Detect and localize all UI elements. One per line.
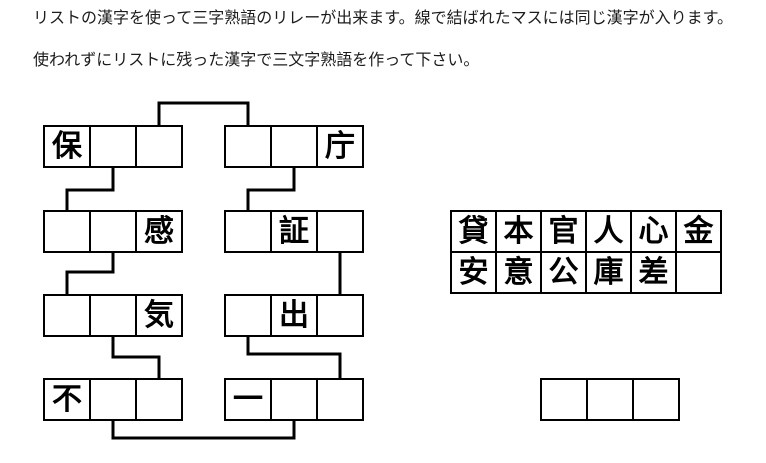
kanji-list-cell: 差	[630, 253, 675, 292]
kanji-list-cell: 金	[675, 212, 720, 251]
connector-l4c2-r4c2	[111, 421, 296, 440]
puzzle-box-R4: 一	[224, 378, 364, 421]
puzzle-cell	[89, 380, 135, 419]
puzzle-cell: 気	[135, 296, 181, 335]
connector-l2c2-l3c1	[65, 253, 115, 294]
kanji-list-row: 貸 本 官 人 心 金	[450, 210, 722, 253]
kanji-list-cell: 意	[495, 253, 540, 292]
puzzle-box-L3: 気	[43, 294, 183, 337]
puzzle-cell	[45, 212, 89, 251]
connector-r1c2-r2c1	[246, 168, 296, 210]
puzzle-cell: 保	[45, 127, 89, 166]
kanji-list-cell	[675, 253, 720, 292]
kanji-list-cell: 人	[585, 212, 630, 251]
puzzle-cell	[316, 212, 362, 251]
kanji-list-cell: 貸	[452, 212, 495, 251]
answer-cell	[632, 380, 678, 419]
connector-l1c3-r1c1	[157, 101, 250, 125]
puzzle-box-R1: 庁	[224, 125, 364, 168]
puzzle-cell	[226, 296, 270, 335]
puzzle-cell: 不	[45, 380, 89, 419]
puzzle-cell	[45, 296, 89, 335]
kanji-list-cell: 本	[495, 212, 540, 251]
answer-boxes	[540, 378, 680, 421]
answer-cell	[586, 380, 632, 419]
puzzle-cell: 庁	[316, 127, 362, 166]
answer-cell	[542, 380, 586, 419]
instruction-line-1: リストの漢字を使って三字熟語のリレーが出来ます。線で結ばれたマスには同じ漢字が入…	[33, 10, 734, 27]
puzzle-cell	[135, 127, 181, 166]
connector-l3c2-l4c3	[111, 337, 161, 378]
puzzle-box-R2: 証	[224, 210, 364, 253]
kanji-list-cell: 官	[540, 212, 585, 251]
puzzle-cell	[226, 212, 270, 251]
puzzle-cell	[270, 380, 316, 419]
puzzle-cell: 感	[135, 212, 181, 251]
puzzle-cell: 証	[270, 212, 316, 251]
kanji-list-cell: 安	[452, 253, 495, 292]
puzzle-box-L1: 保	[43, 125, 183, 168]
puzzle-cell	[316, 296, 362, 335]
puzzle-cell: 一	[226, 380, 270, 419]
puzzle-cell	[89, 127, 135, 166]
puzzle-cell	[316, 380, 362, 419]
puzzle-cell: 出	[270, 296, 316, 335]
connector-r3c1-r4c3	[246, 337, 342, 378]
puzzle-box-L2: 感	[43, 210, 183, 253]
puzzle-cell	[226, 127, 270, 166]
puzzle-box-L4: 不	[43, 378, 183, 421]
kanji-list-cell: 庫	[585, 253, 630, 292]
kanji-list-cell: 公	[540, 253, 585, 292]
puzzle-cell	[89, 296, 135, 335]
connector-l1c2-l2c1	[65, 168, 115, 210]
puzzle-cell	[270, 127, 316, 166]
instruction-line-2: 使われずにリストに残った漢字で三文字熟語を作って下さい。	[33, 52, 480, 69]
puzzle-cell	[135, 380, 181, 419]
puzzle-cell	[89, 212, 135, 251]
kanji-list-row: 安 意 公 庫 差	[450, 251, 722, 294]
puzzle-box-R3: 出	[224, 294, 364, 337]
kanji-list-cell: 心	[630, 212, 675, 251]
